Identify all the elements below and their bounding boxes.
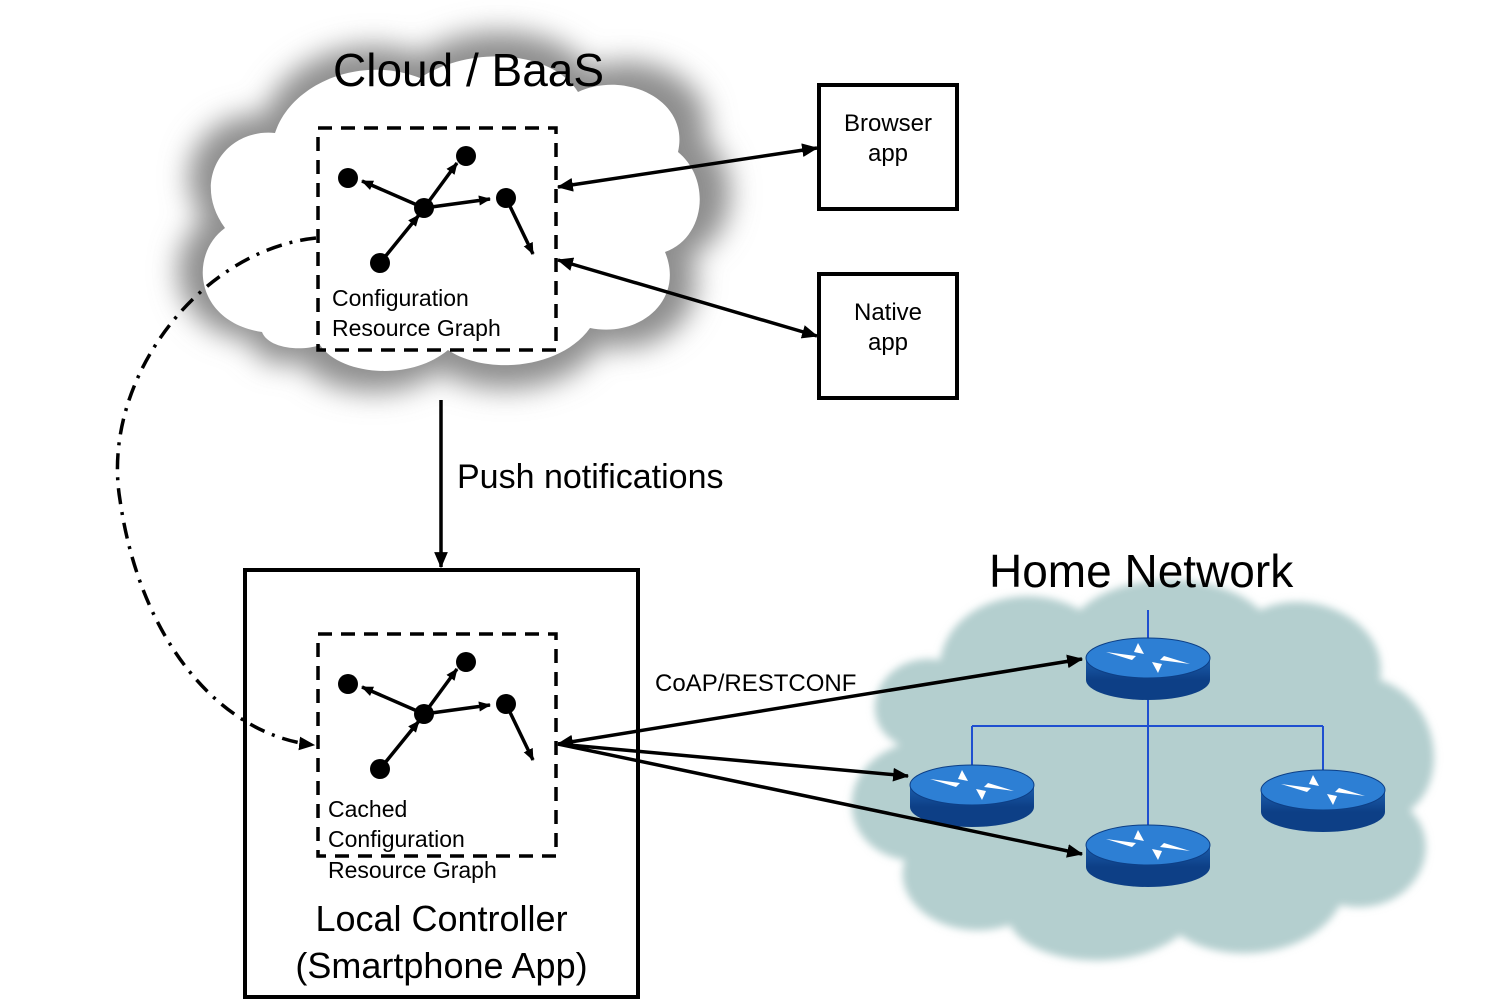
graph-node bbox=[414, 704, 434, 724]
graph-edge bbox=[423, 195, 491, 210]
graph-node bbox=[496, 188, 516, 208]
home-network-title: Home Network bbox=[989, 545, 1294, 597]
native-app-label-line2: app bbox=[867, 329, 909, 356]
graph-node bbox=[338, 168, 358, 188]
graph-node bbox=[338, 674, 358, 694]
cached-graph-label-line3: Resource Graph bbox=[328, 857, 497, 883]
graph-edge bbox=[378, 719, 421, 771]
local-controller-title: Local Controller bbox=[315, 898, 568, 939]
cached-graph-label-line1: Cached bbox=[328, 796, 408, 822]
cloud-graph-frame bbox=[316, 126, 558, 352]
browser-app-link bbox=[556, 143, 819, 192]
native-app-label-line1: Native bbox=[853, 299, 923, 326]
router-icon[interactable] bbox=[1260, 769, 1386, 832]
cloud-graph-label-line2: Resource Graph bbox=[332, 315, 501, 341]
cached-graph-label-line2: Configuration bbox=[328, 826, 465, 852]
cached-graph-nodes bbox=[338, 652, 516, 779]
cached-graph-frame bbox=[316, 632, 558, 858]
coap-arrow bbox=[556, 654, 1084, 749]
cloud-graph-label-line1: Configuration bbox=[332, 285, 469, 311]
cloud-title: Cloud / BaaS bbox=[333, 44, 605, 96]
graph-node bbox=[456, 146, 476, 166]
graph-edge bbox=[361, 685, 425, 716]
graph-node bbox=[456, 652, 476, 672]
cloud-graph-nodes bbox=[338, 146, 516, 273]
router-icon[interactable] bbox=[1085, 824, 1211, 887]
graph-edge bbox=[361, 179, 425, 210]
local-controller-subtitle: (Smartphone App) bbox=[295, 945, 588, 986]
graph-edge bbox=[423, 701, 491, 716]
graph-node bbox=[414, 198, 434, 218]
local-controller-box[interactable] bbox=[243, 568, 640, 999]
coap-arrow bbox=[557, 742, 910, 782]
graph-edge bbox=[504, 703, 535, 761]
coap-arrow bbox=[557, 742, 1084, 858]
native-app-box[interactable] bbox=[817, 272, 959, 400]
cached-resource-graph bbox=[361, 667, 535, 771]
browser-app-box[interactable] bbox=[817, 83, 959, 211]
push-notifications-label: Push notifications bbox=[457, 458, 724, 496]
native-app-link bbox=[556, 257, 819, 339]
router-icon[interactable] bbox=[909, 764, 1035, 827]
graph-edge bbox=[504, 197, 535, 255]
graph-node bbox=[370, 759, 390, 779]
graph-edge bbox=[378, 213, 421, 265]
browser-app-label-line2: app bbox=[867, 140, 909, 167]
protocol-label: CoAP/RESTCONF bbox=[655, 670, 857, 697]
router-icon[interactable] bbox=[1085, 637, 1211, 700]
sync-curve bbox=[115, 236, 317, 751]
browser-app-label-line1: Browser bbox=[843, 110, 933, 137]
controller-router-arrows bbox=[556, 654, 1084, 858]
graph-node bbox=[496, 694, 516, 714]
graph-node bbox=[370, 253, 390, 273]
